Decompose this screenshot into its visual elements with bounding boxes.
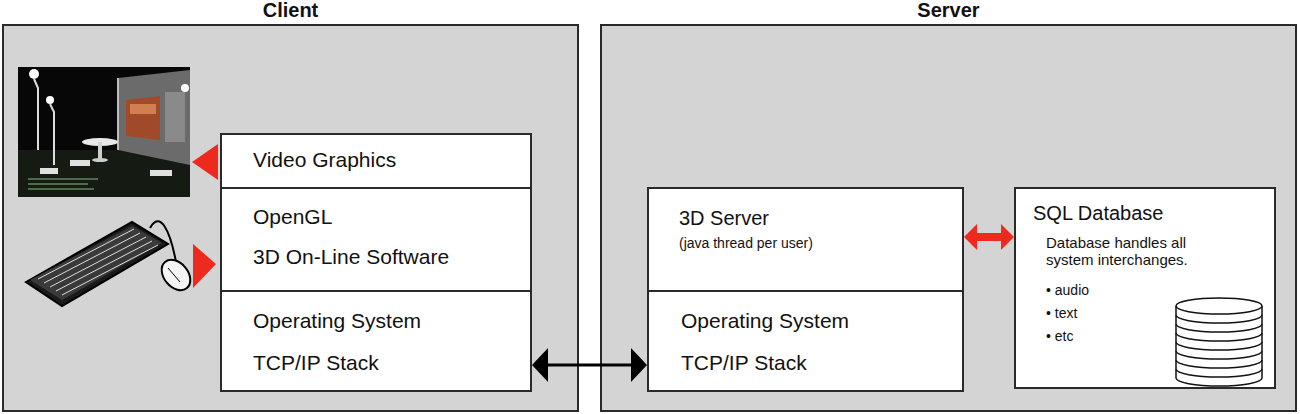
layer-box: Operating SystemTCP/IP Stack — [647, 290, 964, 392]
connector-arrow — [964, 224, 1014, 250]
layer-box: Operating SystemTCP/IP Stack — [220, 290, 532, 392]
panel-heading: Client — [4, 0, 577, 22]
box-text: 3D On-Line Software — [253, 245, 523, 269]
box-label: Video Graphics — [253, 148, 523, 172]
box-label: Operating System — [253, 309, 523, 333]
connector-arrow — [532, 348, 647, 382]
box-text: TCP/IP Stack — [253, 351, 523, 375]
database-box: SQL DatabaseDatabase handles all system … — [1014, 187, 1276, 389]
box-label: Operating System — [681, 309, 951, 333]
box-text: (java thread per user) — [679, 235, 949, 251]
box-text: • etc — [1046, 328, 1196, 344]
output-arrow — [192, 144, 218, 180]
input-arrow — [193, 244, 216, 288]
box-text: TCP/IP Stack — [681, 351, 951, 375]
panel-heading: Server — [602, 0, 1295, 22]
keyboard-mouse-icon — [26, 221, 196, 306]
layer-box: OpenGL 3D On-Line Software — [220, 187, 532, 292]
box-label: 3D Server — [679, 207, 949, 230]
box-label: OpenGL — [253, 205, 523, 229]
client-panel: ClientVideo GraphicsOpenGL3D On-Line Sof… — [2, 24, 579, 412]
box-label: SQL Database — [1033, 202, 1263, 225]
database-icon — [1176, 298, 1262, 386]
layer-box: Video Graphics — [220, 133, 532, 189]
box-text: • text — [1046, 305, 1196, 321]
box-text: Database handles all system interchanges… — [1046, 234, 1221, 269]
box-text: • audio — [1046, 282, 1196, 298]
layer-box: 3D Server (java thread per user) — [647, 187, 964, 292]
server-panel: Server3D Server(java thread per user)Ope… — [600, 24, 1297, 412]
scene-screenshot — [18, 67, 190, 197]
